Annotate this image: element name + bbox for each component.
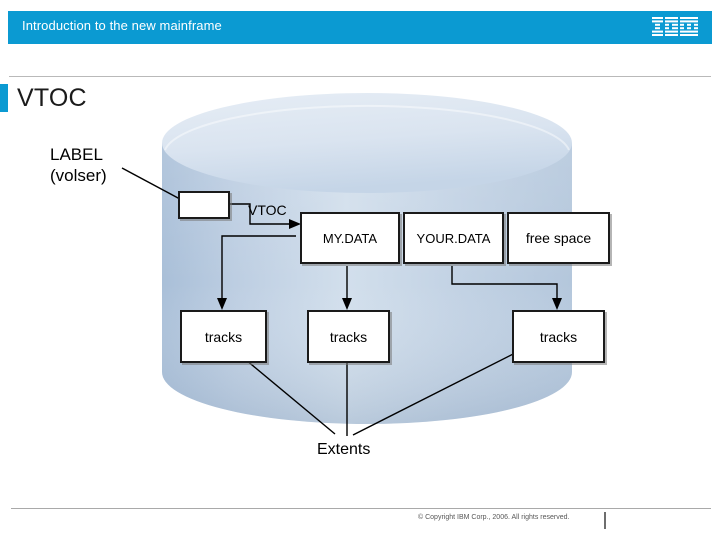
label-text-extents: Extents (317, 441, 371, 458)
label-text-label: LABEL (50, 145, 103, 164)
page-title: VTOC (17, 84, 87, 112)
title-accent-marker (0, 84, 8, 112)
box-tracks-3[interactable]: tracks (512, 310, 605, 363)
footer-divider (11, 508, 711, 509)
label-box[interactable] (178, 191, 230, 219)
ibm-logo (652, 17, 698, 36)
box-tracks-2[interactable]: tracks (307, 310, 390, 363)
footer-tick-mark (604, 512, 606, 529)
label-text-vtoc: VTOC (248, 202, 287, 218)
title-divider (9, 76, 711, 77)
box-yourdata[interactable]: YOUR.DATA (403, 212, 504, 264)
box-tracks-1[interactable]: tracks (180, 310, 267, 363)
header-bar: Introduction to the new mainframe (8, 11, 712, 44)
label-text-volser: (volser) (50, 166, 107, 185)
box-free-space[interactable]: free space (507, 212, 610, 264)
footer-copyright: © Copyright IBM Corp., 2006. All rights … (418, 514, 570, 521)
header-title: Introduction to the new mainframe (22, 18, 222, 33)
box-mydata[interactable]: MY.DATA (300, 212, 400, 264)
